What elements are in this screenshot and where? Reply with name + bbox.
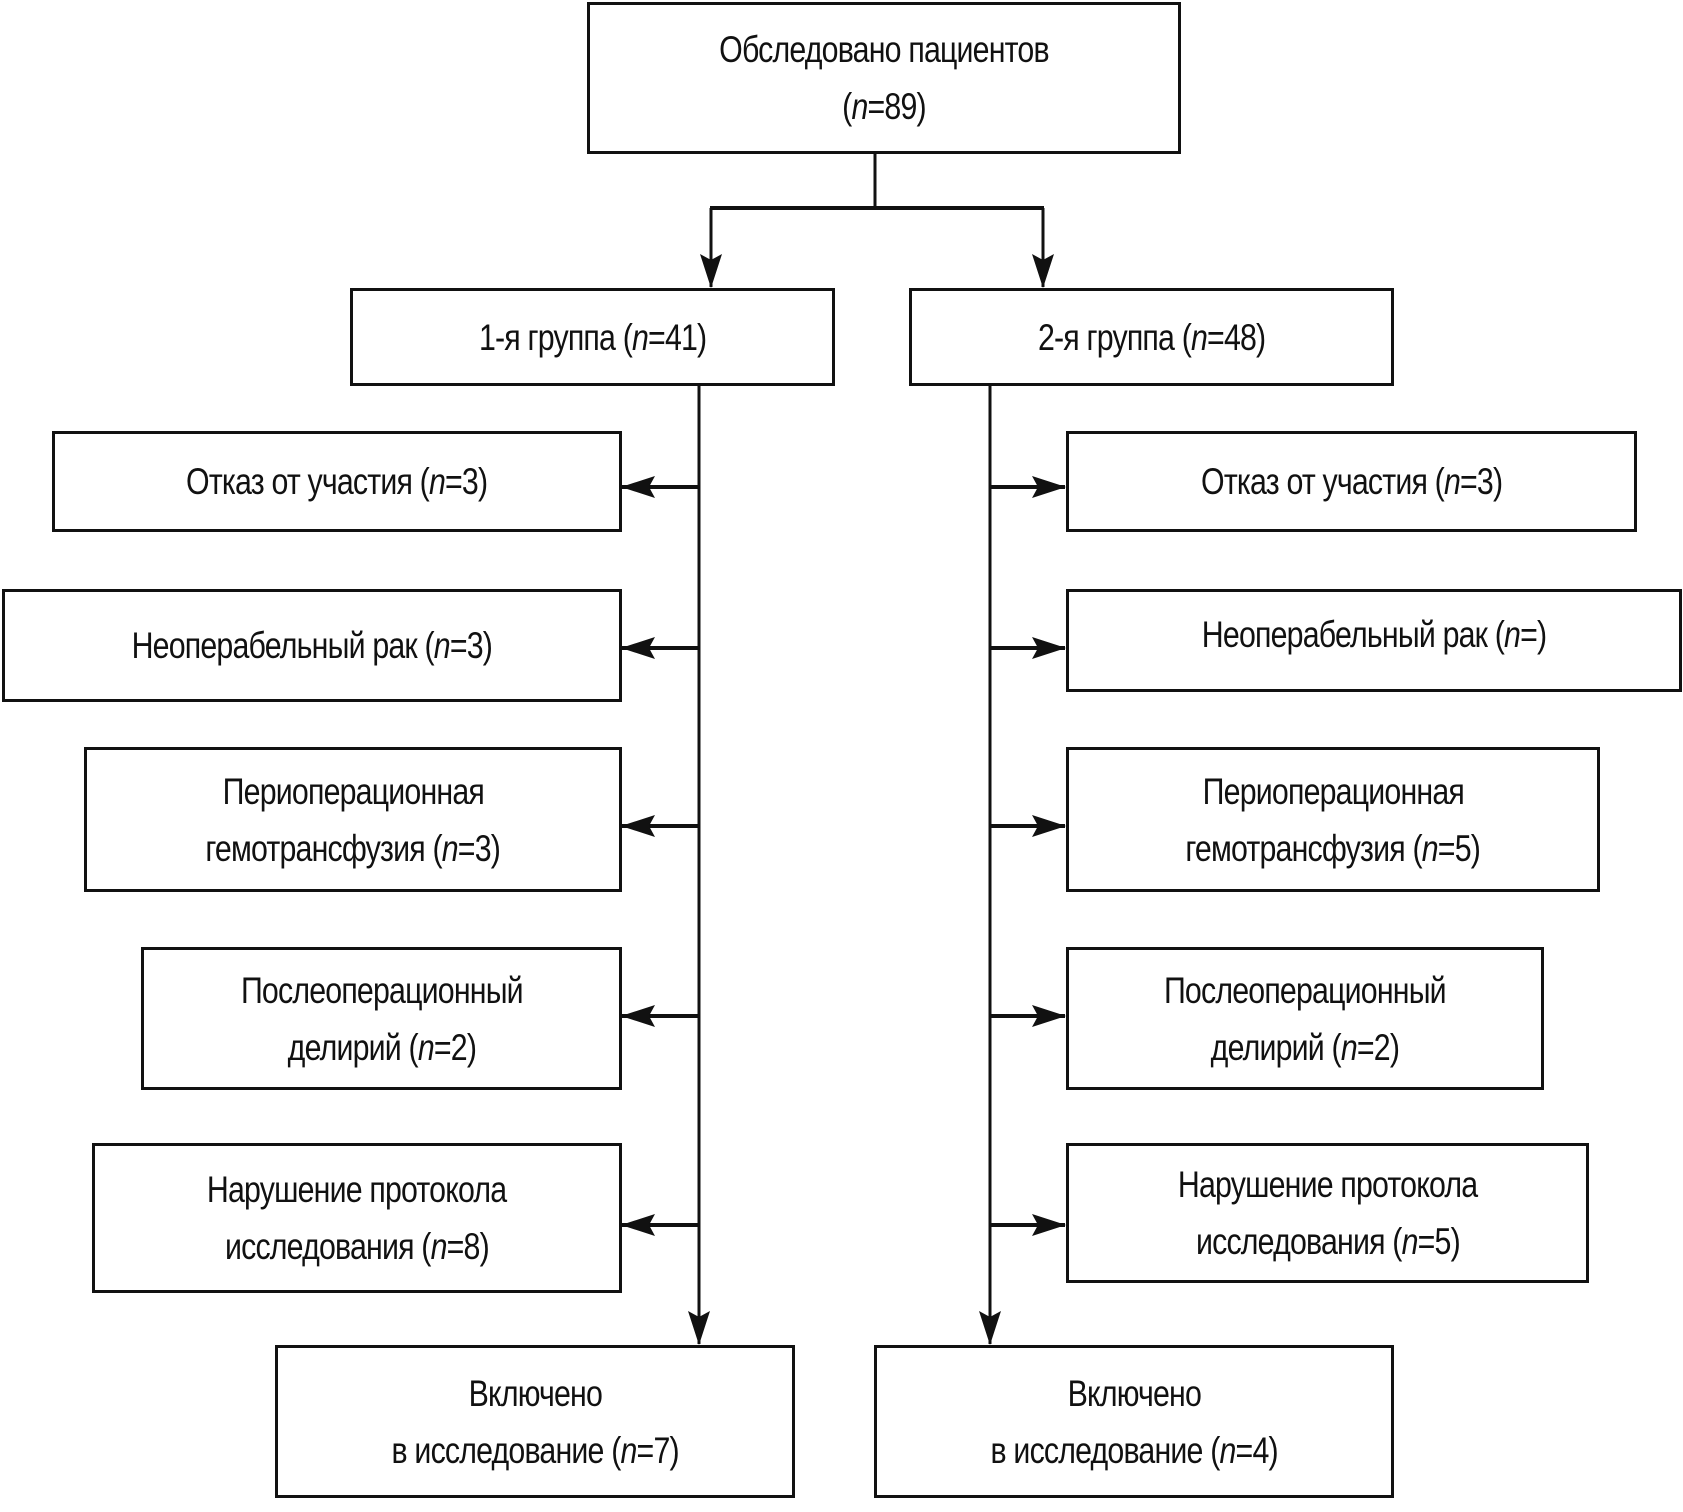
- group-2-box: 2-я группа (n=48): [909, 288, 1394, 386]
- box-line: делирий (n=2): [287, 1019, 476, 1076]
- box-line: (n=89): [842, 78, 926, 135]
- text: =3): [445, 461, 488, 502]
- n-symbol: n: [417, 1026, 434, 1068]
- text: гемотрансфузия (: [205, 827, 443, 869]
- n-symbol: n: [851, 86, 868, 127]
- box-line: 2-я группа (n=48): [1037, 309, 1266, 366]
- box-line: Нарушение протокола: [207, 1161, 507, 1218]
- group-1-box: 1-я группа (n=41): [350, 288, 835, 386]
- n-symbol: n: [430, 1226, 448, 1267]
- box-line: гемотрансфузия (n=5): [1185, 820, 1482, 877]
- text: =): [1520, 614, 1547, 655]
- text: =5): [1438, 827, 1481, 869]
- g2-exclusion-delirium: Послеоперационный делирий (n=2): [1066, 947, 1544, 1090]
- text: Обследовано пациентов: [719, 29, 1049, 70]
- text: =3): [1459, 461, 1503, 502]
- text: Неоперабельный рак (: [131, 625, 435, 666]
- screened-patients-box: Обследовано пациентов (n=89): [587, 2, 1181, 154]
- text: Неоперабельный рак (: [1201, 614, 1505, 655]
- text: =41): [647, 316, 707, 358]
- n-symbol: n: [433, 625, 451, 666]
- box-line: Периоперационная: [1202, 763, 1464, 820]
- box-line: Неоперабельный рак (n=3): [132, 617, 493, 674]
- box-line: исследования (n=5): [1195, 1213, 1461, 1270]
- text: исследования (: [225, 1226, 431, 1267]
- g2-exclusion-inoperable: Неоперабельный рак (n=): [1066, 589, 1682, 692]
- text: =8): [446, 1226, 490, 1267]
- text: =2): [1356, 1026, 1400, 1068]
- g2-exclusion-protocol-violation: Нарушение протокола исследования (n=5): [1066, 1143, 1589, 1283]
- n-symbol: n: [1219, 1429, 1236, 1471]
- n-symbol: n: [620, 1429, 637, 1471]
- text: Периоперационная: [1202, 770, 1464, 812]
- text: Включено: [468, 1372, 602, 1414]
- text: Периоперационная: [222, 770, 484, 812]
- text: =3): [450, 625, 493, 666]
- box-line: Периоперационная: [222, 763, 484, 820]
- g2-exclusion-transfusion: Периоперационная гемотрансфузия (n=5): [1066, 747, 1600, 892]
- text: =5): [1417, 1221, 1460, 1262]
- g1-exclusion-refusal: Отказ от участия (n=3): [52, 431, 622, 532]
- n-symbol: n: [1503, 614, 1521, 655]
- n-symbol: n: [1340, 1026, 1358, 1068]
- g1-exclusion-inoperable: Неоперабельный рак (n=3): [2, 589, 622, 702]
- g1-included-box: Включено в исследование (n=7): [275, 1345, 795, 1498]
- box-line: 1-я группа (n=41): [478, 309, 707, 366]
- box-line: Отказ от участия (n=3): [1200, 453, 1503, 510]
- g2-included-box: Включено в исследование (n=4): [874, 1345, 1394, 1498]
- box-line: в исследование (n=4): [990, 1422, 1278, 1479]
- text: =48): [1206, 316, 1266, 358]
- text: =3): [458, 827, 501, 869]
- box-line: исследования (n=8): [225, 1218, 490, 1275]
- text: Нарушение протокола: [207, 1169, 507, 1210]
- n-symbol: n: [1422, 827, 1439, 869]
- text: Включено: [1067, 1372, 1201, 1414]
- n-symbol: n: [631, 316, 649, 358]
- n-symbol: n: [1401, 1221, 1418, 1262]
- text: гемотрансфузия (: [1185, 827, 1423, 869]
- box-line: делирий (n=2): [1210, 1019, 1400, 1076]
- text: 1-я группа (: [478, 316, 633, 358]
- g1-exclusion-transfusion: Периоперационная гемотрансфузия (n=3): [84, 747, 622, 892]
- box-line: в исследование (n=7): [391, 1422, 679, 1479]
- box-line: Включено: [468, 1365, 602, 1422]
- n-symbol: n: [429, 461, 446, 502]
- n-symbol: n: [1190, 316, 1208, 358]
- text: 2-я группа (: [1037, 316, 1192, 358]
- text: Нарушение протокола: [1177, 1164, 1478, 1205]
- n-symbol: n: [442, 827, 459, 869]
- text: делирий (: [287, 1026, 418, 1068]
- box-line: гемотрансфузия (n=3): [205, 820, 502, 877]
- text: в исследование (: [990, 1429, 1220, 1471]
- box-line: Отказ от участия (n=3): [186, 453, 488, 510]
- text: =2): [433, 1026, 476, 1068]
- box-line: Включено: [1067, 1365, 1201, 1422]
- box-line: Послеоперационный: [1164, 962, 1447, 1019]
- text: исследования (: [1195, 1221, 1402, 1262]
- box-line: Нарушение протокола: [1177, 1156, 1478, 1213]
- text: в исследование (: [391, 1429, 621, 1471]
- text: =7): [636, 1429, 679, 1471]
- text: (: [842, 86, 852, 127]
- g1-exclusion-protocol-violation: Нарушение протокола исследования (n=8): [92, 1143, 622, 1293]
- box-line: Неоперабельный рак (n=): [1201, 606, 1547, 663]
- text: Послеоперационный: [1164, 969, 1447, 1011]
- text: Отказ от участия (: [1200, 461, 1445, 502]
- text: =4): [1235, 1429, 1278, 1471]
- text: Отказ от участия (: [186, 461, 430, 502]
- g2-exclusion-refusal: Отказ от участия (n=3): [1066, 431, 1637, 532]
- text: Послеоперационный: [240, 969, 524, 1011]
- box-line: Обследовано пациентов: [719, 21, 1049, 78]
- text: делирий (: [1210, 1026, 1342, 1068]
- text: =89): [867, 86, 927, 127]
- box-line: Послеоперационный: [240, 962, 524, 1019]
- n-symbol: n: [1443, 461, 1461, 502]
- g1-exclusion-delirium: Послеоперационный делирий (n=2): [141, 947, 622, 1090]
